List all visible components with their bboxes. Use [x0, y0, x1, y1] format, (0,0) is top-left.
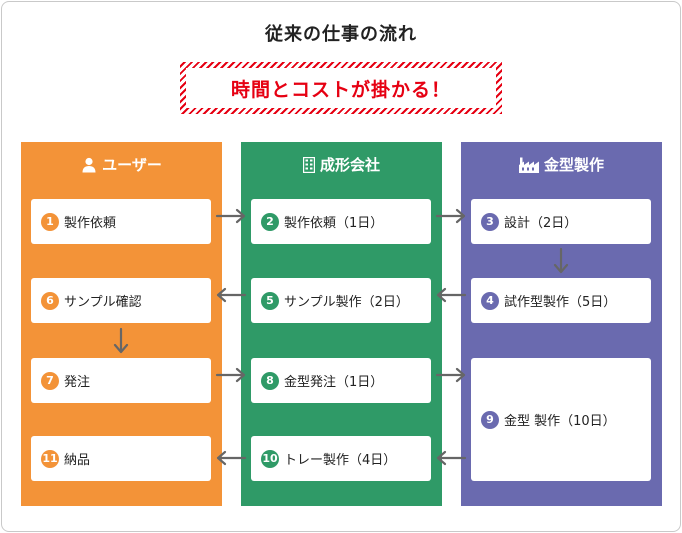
column-mold-maker-label: 金型製作	[543, 156, 604, 174]
step-8: 8 金型発注（1日）	[251, 358, 431, 403]
column-mold-maker: 金型製作 3 設計（2日） 4 試作型製作（5日） 9 金型 製作（10日）	[461, 142, 662, 506]
step-number: 4	[481, 291, 499, 310]
step-label: サンプル製作（2日）	[284, 295, 409, 310]
arrow-right-icon	[435, 208, 466, 224]
step-number: 1	[41, 212, 59, 231]
arrow-left-icon	[216, 450, 247, 466]
person-icon	[82, 157, 96, 172]
step-number: 7	[41, 371, 59, 390]
step-label: 納品	[64, 453, 91, 468]
step-6: 6 サンプル確認	[31, 278, 211, 323]
step-number: 2	[261, 212, 279, 231]
arrow-right-icon	[215, 367, 246, 383]
column-user-label: ユーザー	[102, 156, 162, 174]
arrow-left-icon	[436, 287, 467, 303]
step-number: 10	[261, 449, 279, 468]
step-label: トレー製作（4日）	[284, 453, 397, 468]
step-1: 1 製作依頼	[31, 199, 211, 244]
arrow-down-icon	[553, 247, 569, 274]
arrow-right-icon	[215, 208, 246, 224]
step-4: 4 試作型製作（5日）	[471, 278, 651, 323]
warning-banner: 時間とコストが掛かる！	[180, 62, 502, 114]
column-user-header: ユーザー	[21, 142, 222, 187]
step-number: 9	[481, 410, 499, 429]
step-11: 11 納品	[31, 436, 211, 481]
building-icon	[302, 156, 315, 173]
step-number: 6	[41, 291, 59, 310]
column-user: ユーザー 1 製作依頼 6 サンプル確認 7 発注 11 納品	[21, 142, 222, 506]
step-label: サンプル確認	[64, 295, 142, 310]
arrow-left-icon	[436, 450, 467, 466]
step-label: 設計（2日）	[504, 216, 578, 231]
warning-banner-text: 時間とコストが掛かる！	[186, 68, 496, 108]
step-label: 製作依頼（1日）	[284, 216, 384, 231]
diagram-title: 従来の仕事の流れ	[265, 24, 417, 45]
step-label: 製作依頼	[64, 216, 117, 231]
step-label: 試作型製作（5日）	[504, 295, 617, 310]
arrow-left-icon	[216, 287, 247, 303]
step-number: 3	[481, 212, 499, 231]
column-molder-header: 成形会社	[241, 142, 442, 187]
step-9: 9 金型 製作（10日）	[471, 358, 651, 481]
arrow-down-icon	[113, 327, 129, 354]
step-label: 金型 製作（10日）	[504, 414, 616, 429]
step-number: 11	[41, 449, 59, 468]
step-number: 8	[261, 371, 279, 390]
column-molder: 成形会社 2 製作依頼（1日） 5 サンプル製作（2日） 8 金型発注（1日） …	[241, 142, 442, 506]
step-3: 3 設計（2日）	[471, 199, 651, 244]
step-2: 2 製作依頼（1日）	[251, 199, 431, 244]
arrow-right-icon	[435, 367, 466, 383]
step-label: 金型発注（1日）	[284, 375, 384, 390]
step-5: 5 サンプル製作（2日）	[251, 278, 431, 323]
step-7: 7 発注	[31, 358, 211, 403]
column-molder-label: 成形会社	[319, 156, 380, 174]
column-mold-maker-header: 金型製作	[461, 142, 662, 187]
step-label: 発注	[64, 375, 91, 390]
step-10: 10 トレー製作（4日）	[251, 436, 431, 481]
step-number: 5	[261, 291, 279, 310]
factory-icon	[518, 157, 539, 173]
